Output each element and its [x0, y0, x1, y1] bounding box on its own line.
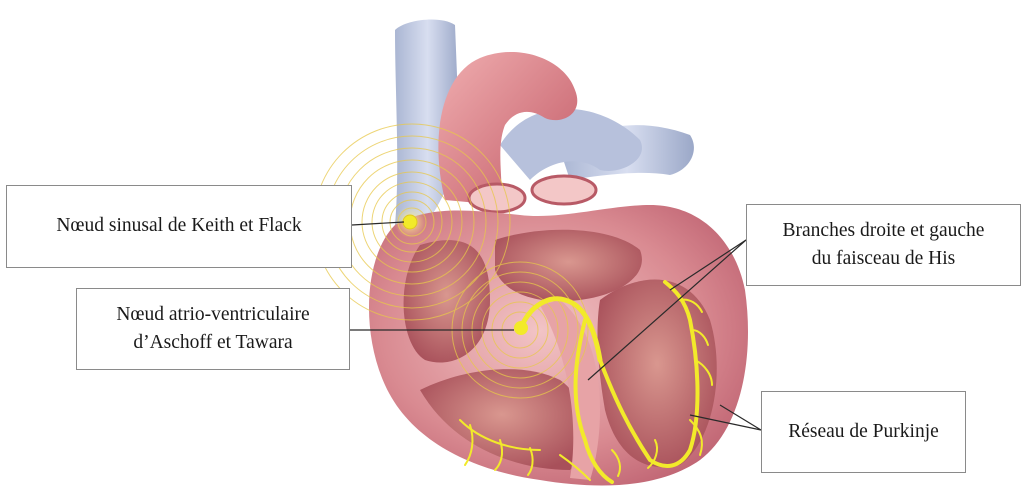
label-sinus-node: Nœud sinusal de Keith et Flack: [6, 185, 352, 268]
pulmonary-valve-ring: [532, 176, 596, 204]
label-bundle-of-his-line1: Branches droite et gauche: [783, 217, 985, 245]
label-purkinje-network-text: Réseau de Purkinje: [788, 418, 939, 446]
label-sinus-node-text: Nœud sinusal de Keith et Flack: [56, 212, 301, 240]
label-bundle-of-his-line2: du faisceau de His: [812, 245, 956, 273]
label-av-node: Nœud atrio-ventriculaire d’Aschoff et Ta…: [76, 288, 350, 370]
label-purkinje-network: Réseau de Purkinje: [761, 391, 966, 473]
label-av-node-line2: d’Aschoff et Tawara: [133, 329, 292, 357]
label-bundle-of-his: Branches droite et gauche du faisceau de…: [746, 204, 1021, 286]
sa-node: [403, 215, 417, 229]
label-av-node-line1: Nœud atrio-ventriculaire: [116, 301, 309, 329]
